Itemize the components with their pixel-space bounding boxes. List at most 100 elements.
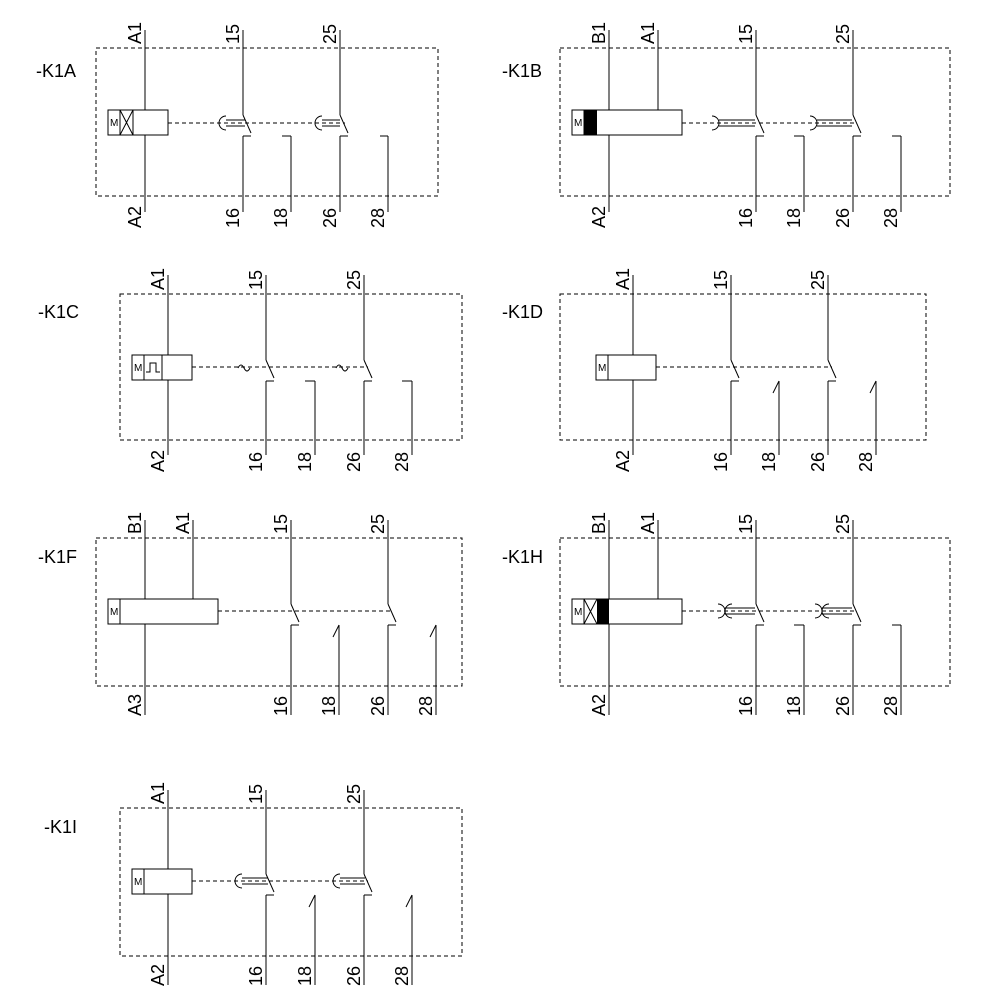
delay-on-off-symbol — [814, 603, 830, 619]
relay-k1f: -K1F M B1 A1 15 25 A3 16 18 26 28 — [38, 512, 463, 716]
relay-k1i: -K1I M A1 15 25 A2 16 18 26 28 — [44, 782, 463, 986]
relay-enclosure — [559, 293, 927, 441]
pulse-icon — [146, 362, 160, 373]
terminal-label: 28 — [881, 208, 901, 228]
terminal-label: A1 — [638, 22, 658, 44]
terminal-label: A1 — [125, 22, 145, 44]
terminal-label: A2 — [589, 694, 609, 716]
relay-enclosure — [95, 537, 463, 687]
coil-marker: M — [574, 118, 582, 129]
relay-label: -K1A — [36, 61, 76, 81]
terminal-label: 15 — [271, 514, 291, 534]
tilde-symbol — [237, 364, 251, 372]
terminal-label: A1 — [613, 268, 633, 290]
terminal-label: 16 — [246, 452, 266, 472]
terminal-label: 28 — [392, 966, 412, 986]
terminal-label: B1 — [589, 512, 609, 534]
coil-marker: M — [134, 363, 142, 374]
relay-k1d: -K1D M A1 15 25 A2 16 18 26 28 — [502, 268, 927, 472]
relay-label: -K1C — [38, 302, 79, 322]
relay-enclosure — [119, 807, 463, 957]
coil — [107, 598, 219, 625]
terminal-label: 18 — [271, 208, 291, 228]
terminal-label: 15 — [736, 24, 756, 44]
terminal-label: B1 — [125, 512, 145, 534]
terminal-label: 26 — [344, 966, 364, 986]
terminal-label: 26 — [368, 696, 388, 716]
terminal-label: A1 — [638, 512, 658, 534]
relay-label: -K1D — [502, 302, 543, 322]
coil-cross-mark — [583, 598, 598, 625]
coil-marker: M — [110, 118, 118, 129]
terminal-label: 18 — [319, 696, 339, 716]
terminal-label: 18 — [784, 208, 804, 228]
delay-on-symbol — [218, 115, 227, 131]
coil — [595, 354, 657, 381]
relay-label: -K1H — [502, 547, 543, 567]
terminal-label: 15 — [246, 270, 266, 290]
relay-k1a: -K1A M A1 15 25 A2 16 — [36, 22, 439, 228]
terminal-label: 25 — [833, 514, 853, 534]
terminal-label: 18 — [295, 452, 315, 472]
terminal-label: 25 — [808, 270, 828, 290]
relay-k1c: -K1C M A1 15 25 A2 16 18 26 28 — [38, 268, 463, 472]
terminal-label: 16 — [736, 696, 756, 716]
terminal-label: 28 — [416, 696, 436, 716]
terminal-label: 26 — [833, 208, 853, 228]
terminal-label: 15 — [246, 784, 266, 804]
coil-filled-block — [584, 110, 597, 135]
relay-label: -K1F — [38, 547, 77, 567]
delay-on-symbol — [234, 873, 243, 889]
terminal-label: 18 — [759, 452, 779, 472]
terminal-label: A1 — [173, 512, 193, 534]
delay-on-off-symbol — [717, 603, 733, 619]
terminal-label: A2 — [148, 450, 168, 472]
delay-on-symbol — [332, 873, 341, 889]
terminal-label: 18 — [295, 966, 315, 986]
relay-enclosure — [119, 293, 463, 441]
terminal-label: 28 — [856, 452, 876, 472]
coil-marker: M — [134, 877, 142, 888]
terminal-label: 15 — [736, 514, 756, 534]
coil-marker: M — [598, 363, 606, 374]
terminal-label: 26 — [833, 696, 853, 716]
terminal-label: 28 — [368, 208, 388, 228]
relay-enclosure — [559, 47, 951, 197]
terminal-label: 16 — [271, 696, 291, 716]
coil — [571, 598, 683, 625]
terminal-label: B1 — [589, 22, 609, 44]
terminal-label: 16 — [736, 208, 756, 228]
terminal-label: 26 — [808, 452, 828, 472]
terminal-label: 18 — [784, 696, 804, 716]
terminal-label: 28 — [392, 452, 412, 472]
delay-off-symbol — [809, 115, 818, 131]
coil-filled-block — [597, 599, 609, 624]
tilde-symbol — [335, 364, 349, 372]
terminal-label: 26 — [320, 208, 340, 228]
coil — [107, 109, 169, 136]
terminal-label: A2 — [613, 450, 633, 472]
terminal-label: 16 — [711, 452, 731, 472]
coil — [131, 868, 193, 895]
delay-off-symbol — [711, 115, 720, 131]
terminal-label: A2 — [125, 206, 145, 228]
terminal-label: 25 — [368, 514, 388, 534]
relay-enclosure — [559, 537, 951, 687]
relay-k1h: -K1H M B1 A1 15 25 A2 16 18 26 28 — [502, 512, 951, 716]
terminal-label: 28 — [881, 696, 901, 716]
relay-label: -K1I — [44, 817, 77, 837]
relay-label: -K1B — [502, 61, 542, 81]
terminal-label: A3 — [125, 694, 145, 716]
coil-cross-mark — [119, 109, 134, 136]
terminal-label: A1 — [148, 268, 168, 290]
relay-k1b: -K1B M B1 A1 15 25 A2 16 18 26 28 — [502, 22, 951, 228]
delay-on-symbol — [314, 115, 323, 131]
terminal-label: A1 — [148, 782, 168, 804]
terminal-label: 26 — [344, 452, 364, 472]
terminal-label: 15 — [223, 24, 243, 44]
terminal-label: 25 — [344, 784, 364, 804]
coil-marker: M — [574, 607, 582, 618]
terminal-label: 25 — [320, 24, 340, 44]
terminal-label: 25 — [833, 24, 853, 44]
